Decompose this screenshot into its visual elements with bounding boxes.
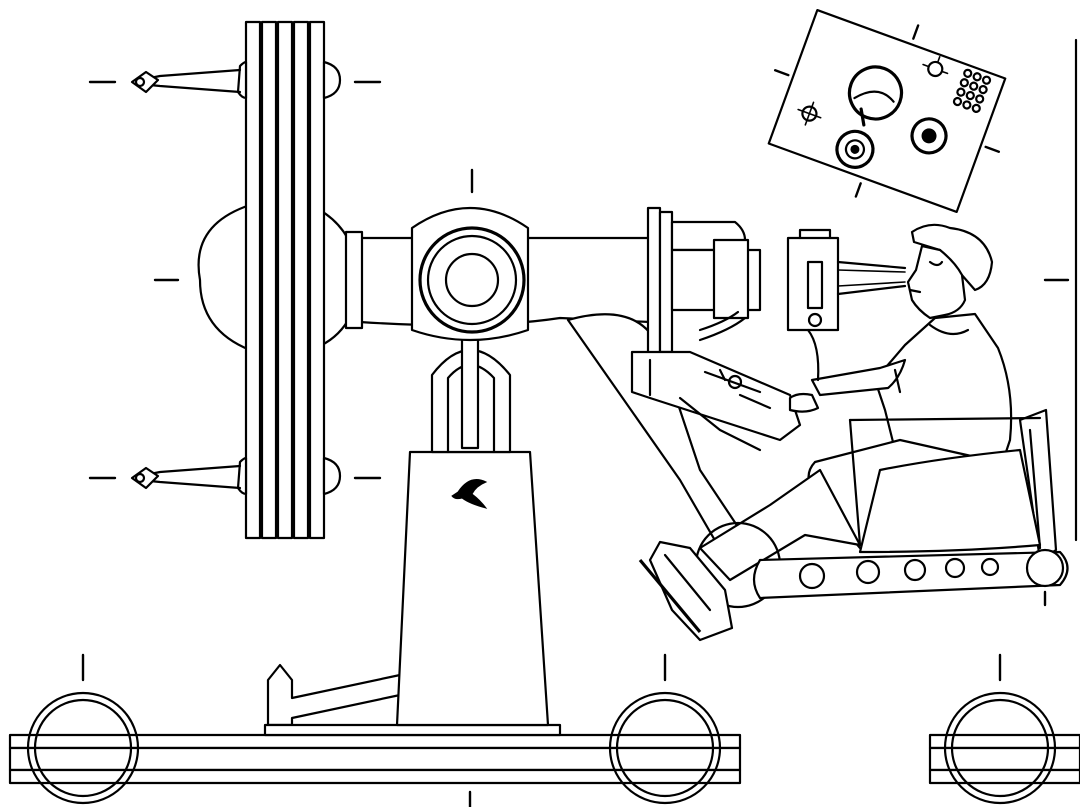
horizontal-arm [197, 168, 762, 577]
optical-head [646, 206, 907, 358]
rail-track [8, 733, 1080, 785]
control-console [630, 350, 802, 452]
rail-wheel-left [26, 653, 140, 805]
button-grid [952, 68, 992, 113]
operator-seat [752, 408, 1069, 607]
instrument-panel [767, 8, 1007, 214]
rail-wheel-right [943, 653, 1057, 805]
pedestal-column [263, 328, 562, 737]
flywheel-stack [130, 20, 342, 540]
rail-wheel-middle [608, 653, 722, 805]
centre-marks [88, 80, 1070, 480]
